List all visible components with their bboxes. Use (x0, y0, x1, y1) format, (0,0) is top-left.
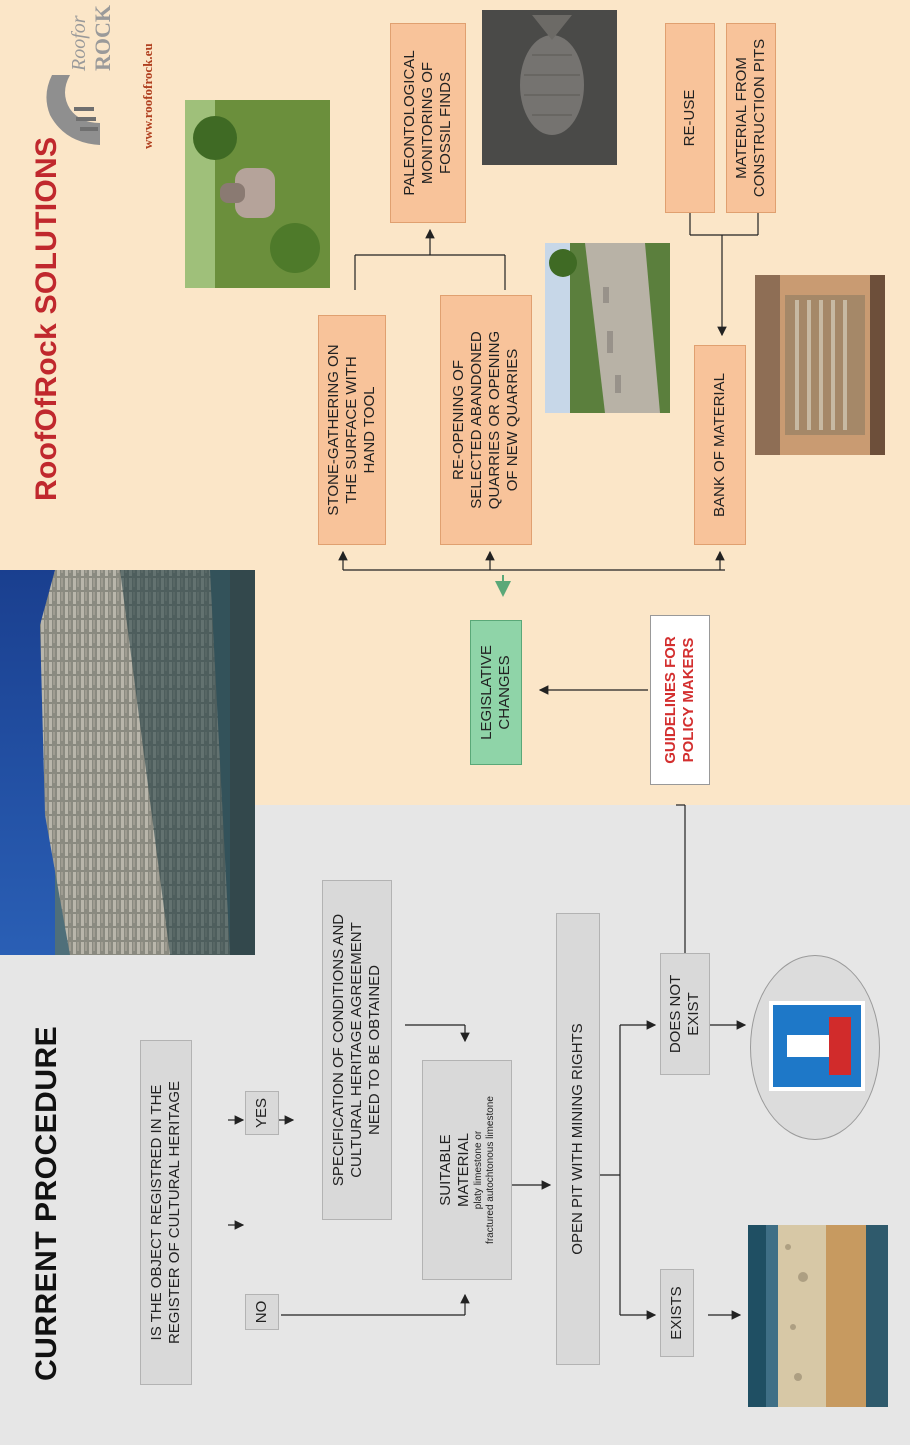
suitable-material-note-line1: platy limestone or (473, 1130, 484, 1210)
suitable-material-note-line2: fractured autochtonous limestone (485, 1096, 496, 1244)
stone-gathering-line1: STONE-GATHERING ON (325, 344, 342, 516)
paleontological-box: PALEONTOLOGICAL MONITORING OF FOSSIL FIN… (390, 23, 466, 223)
dead-end-road-sign-icon (750, 955, 880, 1140)
logo-line1: Roofor (68, 15, 90, 72)
specification-line3: NEED TO BE OBTAINED (366, 964, 383, 1136)
bank-of-material-box: BANK OF MATERIAL (694, 345, 746, 545)
registry-question-line1: IS THE OBJECT REGISTRED IN THE (148, 1084, 165, 1341)
stone-gathering-line2: THE SURFACE WITH (343, 356, 360, 504)
suitable-material-line2: MATERIAL (455, 1133, 472, 1207)
fossil-fish-photo (482, 10, 617, 165)
legislative-line2: CHANGES (496, 655, 513, 730)
stone-wall-photo (0, 570, 255, 955)
does-not-exist-line2: EXIST (685, 992, 702, 1036)
guidelines-box: GUIDELINES FOR POLICY MAKERS (650, 615, 710, 785)
open-pit-box: OPEN PIT WITH MINING RIGHTS (556, 913, 600, 1365)
legislative-changes-box: LEGISLATIVE CHANGES (470, 620, 522, 765)
reopening-line4: OF NEW QUARRIES (504, 348, 521, 492)
paleontological-line3: FOSSIL FINDS (437, 72, 454, 174)
open-pit-label: OPEN PIT WITH MINING RIGHTS (569, 1023, 586, 1255)
yes-box: YES (245, 1091, 279, 1135)
guidelines-line2: POLICY MAKERS (680, 637, 697, 763)
legislative-line1: LEGISLATIVE (478, 645, 495, 740)
suitable-material-box: SUITABLE MATERIAL platy limestone or fra… (422, 1060, 512, 1280)
guidelines-line1: GUIDELINES FOR (662, 636, 679, 764)
stone-gathering-line3: HAND TOOL (361, 386, 378, 474)
no-label: NO (253, 1300, 270, 1324)
suitable-material-line1: SUITABLE (437, 1134, 454, 1206)
reopening-line1: RE-OPENING OF (450, 360, 467, 481)
reuse-label: RE-USE (681, 89, 698, 147)
reuse-box: RE-USE (665, 23, 715, 213)
open-pit-quarry-photo (748, 1225, 888, 1407)
quarry-photo (545, 243, 670, 413)
logo-line2: ROCK (90, 5, 115, 71)
does-not-exist-line1: DOES NOT (667, 974, 684, 1054)
construction-pits-line1: MATERIAL FROM (733, 57, 750, 179)
roofofrock-logo-icon: Roofor ROCK (30, 5, 135, 155)
construction-pits-line2: CONSTRUCTION PITS (751, 38, 768, 198)
paleontological-line2: MONITORING OF (419, 61, 436, 185)
specification-line2: CULTURAL HERITAGE AGREEMENT (348, 922, 365, 1178)
yes-label: YES (253, 1097, 270, 1128)
stone-gathering-box: STONE-GATHERING ON THE SURFACE WITH HAND… (318, 315, 386, 545)
specification-line1: SPECIFICATION OF CONDITIONS AND (330, 913, 347, 1187)
reopening-line2: SELECTED ABANDONED (468, 331, 485, 509)
stone-gathering-photo (185, 100, 330, 288)
registry-question-line2: REGISTER OF CULTURAL HERITAGE (166, 1080, 183, 1345)
reopening-line3: QUARRIES OR OPENING (486, 330, 503, 510)
construction-pits-box: MATERIAL FROM CONSTRUCTION PITS (726, 23, 776, 213)
reopening-quarries-box: RE-OPENING OF SELECTED ABANDONED QUARRIE… (440, 295, 532, 545)
registry-question-box: IS THE OBJECT REGISTRED IN THE REGISTER … (140, 1040, 192, 1385)
no-box: NO (245, 1294, 279, 1330)
exists-box: EXISTS (660, 1269, 694, 1357)
specification-box: SPECIFICATION OF CONDITIONS AND CULTURAL… (322, 880, 392, 1220)
exists-label: EXISTS (668, 1286, 685, 1340)
paleontological-line1: PALEONTOLOGICAL (401, 50, 418, 196)
does-not-exist-box: DOES NOT EXIST (660, 953, 710, 1075)
bank-of-material-label: BANK OF MATERIAL (711, 373, 728, 517)
bank-of-material-photo (755, 275, 885, 455)
